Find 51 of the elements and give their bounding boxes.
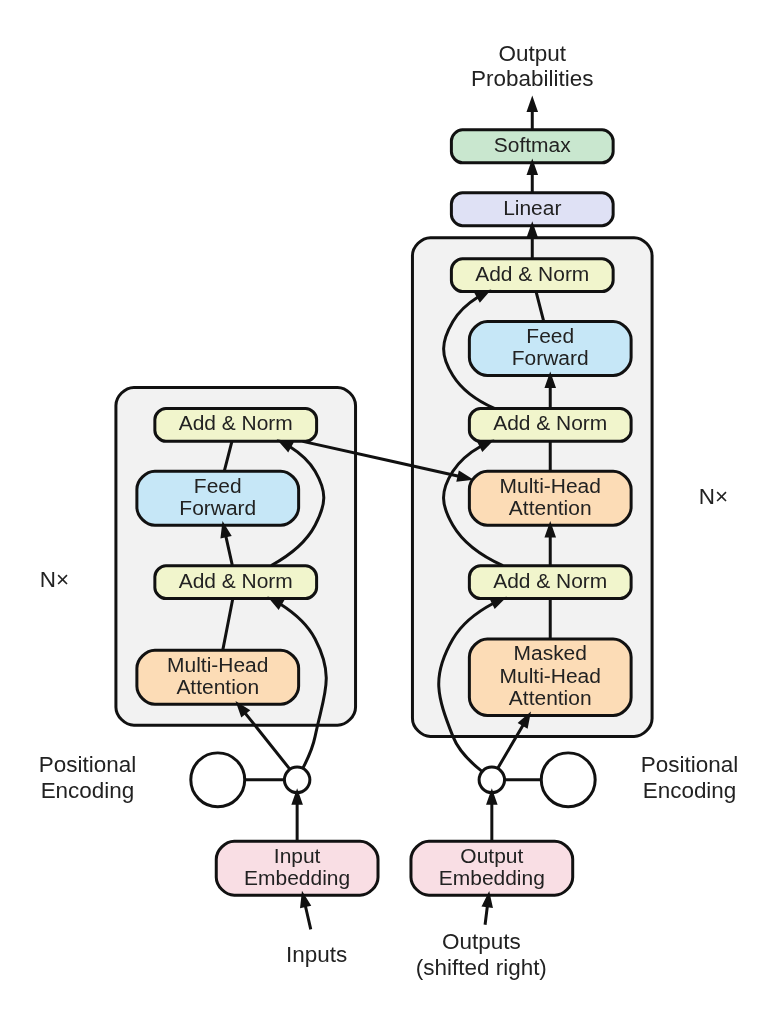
node-text: Output Probabilities — [471, 40, 594, 91]
node-label: N× — [39, 566, 70, 592]
arrow — [526, 220, 539, 258]
node-box: Add & Norm — [467, 406, 633, 443]
arrow — [526, 94, 539, 130]
node-box: Masked Multi-Head Attention — [467, 637, 633, 717]
node-box: Linear — [449, 190, 615, 227]
arrow — [235, 700, 291, 770]
cluster — [114, 385, 358, 727]
node-circle — [282, 765, 312, 794]
node-circle — [539, 750, 597, 808]
connector — [548, 441, 552, 471]
arrow — [481, 890, 493, 925]
node-box: Softmax — [449, 127, 615, 164]
node-label: Positional Encoding — [640, 751, 739, 803]
connector — [534, 290, 546, 322]
arrow — [486, 787, 498, 841]
arrow — [267, 596, 328, 769]
node-box: Multi-Head Attention — [135, 648, 301, 706]
arrow — [220, 520, 234, 565]
arrow — [442, 438, 504, 567]
node-box: Add & Norm — [153, 406, 319, 443]
arrow — [302, 439, 474, 482]
arrow — [544, 520, 557, 565]
node-box: Add & Norm — [449, 256, 615, 293]
node-text: Outputs (shifted right) — [415, 928, 547, 980]
node-text: Inputs — [286, 941, 348, 967]
node-box: Output Embedding — [409, 839, 575, 897]
node-circle — [189, 750, 247, 808]
node-box: Multi-Head Attention — [467, 469, 633, 527]
arrow — [442, 289, 495, 410]
node-box: Feed Forward — [135, 469, 301, 527]
arrow — [526, 158, 539, 193]
connector — [548, 598, 552, 639]
connector — [222, 440, 234, 471]
arrow — [300, 890, 313, 930]
arrow — [496, 711, 531, 769]
arrow — [544, 370, 557, 408]
connector — [221, 598, 235, 650]
node-label: Positional Encoding — [38, 751, 137, 803]
arrow — [291, 787, 303, 841]
arrow — [437, 596, 507, 772]
node-box: Add & Norm — [153, 563, 319, 600]
node-box: Feed Forward — [467, 319, 633, 377]
node-box: Input Embedding — [214, 839, 380, 897]
connector — [245, 777, 285, 781]
connector — [504, 777, 542, 781]
node-label: N× — [698, 483, 729, 509]
arrow — [270, 438, 326, 567]
node-box: Add & Norm — [467, 563, 633, 600]
node-circle — [477, 765, 507, 794]
